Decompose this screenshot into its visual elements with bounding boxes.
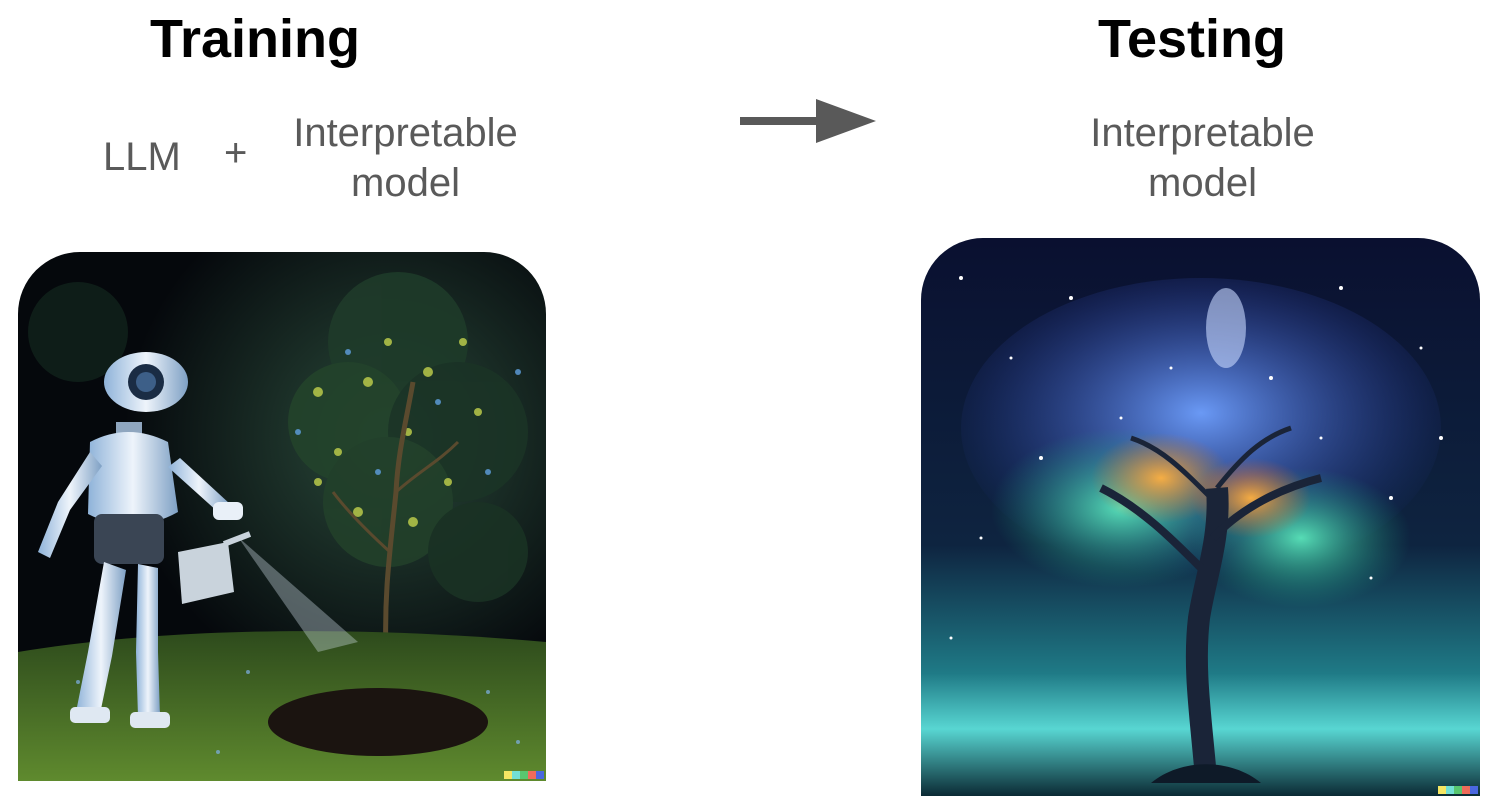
testing-title: Testing: [1098, 9, 1286, 69]
training-label-line2: model: [351, 161, 460, 205]
training-title: Training: [150, 9, 361, 69]
training-interpretable-model-label: Interpretable model: [268, 108, 543, 208]
generator-watermark: [1438, 786, 1478, 794]
glowing-tree-image: [921, 238, 1480, 796]
testing-label-line2: model: [1148, 161, 1257, 205]
testing-interpretable-model-label: Interpretable model: [1065, 108, 1340, 208]
llm-label: LLM: [103, 135, 181, 179]
testing-label-line1: Interpretable: [1090, 111, 1315, 155]
robot-watering-tree-image: [18, 252, 546, 781]
training-label-line1: Interpretable: [293, 111, 518, 155]
generator-watermark: [504, 771, 544, 779]
right-arrow-icon: [740, 99, 876, 143]
plus-operator: +: [224, 131, 248, 175]
